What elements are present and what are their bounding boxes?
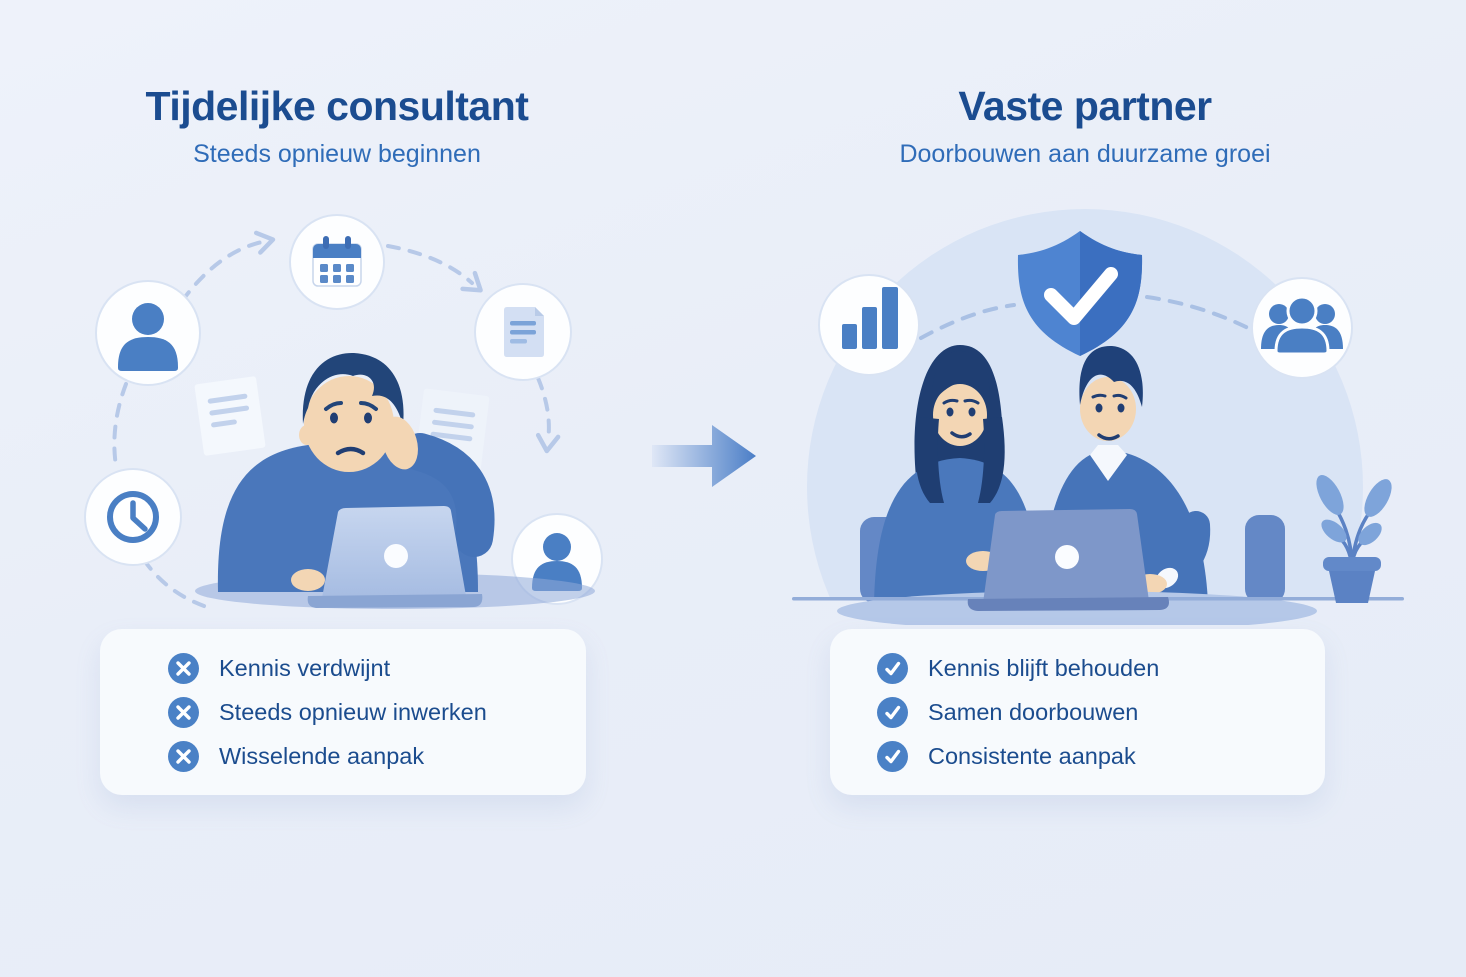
list-item-label: Samen doorbouwen — [928, 699, 1139, 725]
document-icon — [474, 283, 572, 381]
frown-mouth — [335, 446, 366, 456]
right-panel-header: Vaste partner Doorbouwen aan duurzame gr… — [796, 83, 1374, 169]
floating-paper — [194, 376, 266, 456]
face — [304, 376, 394, 472]
calendar-icon — [289, 214, 385, 310]
x-circle-icon — [168, 741, 199, 772]
stressed-consultant — [195, 352, 595, 609]
list-item: Samen doorbouwen — [877, 697, 1325, 728]
clock-icon — [84, 468, 182, 566]
dashed-connectors — [919, 295, 1252, 340]
list-item-label: Kennis blijft behouden — [928, 655, 1160, 681]
list-item: Kennis verdwijnt — [168, 653, 586, 684]
hair — [302, 352, 404, 426]
plant-icon — [1316, 475, 1392, 603]
chair — [1245, 515, 1285, 603]
right-panel-subtitle: Doorbouwen aan duurzame groei — [899, 140, 1271, 169]
left-panel-subtitle: Steeds opnieuw beginnen — [193, 140, 481, 169]
list-item: Consistente aanpak — [877, 741, 1325, 772]
left-summary-card: Kennis verdwijnt Steeds opnieuw inwerken… — [100, 629, 586, 795]
list-item-label: Consistente aanpak — [928, 743, 1136, 769]
shield-check-icon — [1017, 231, 1143, 356]
right-summary-card: Kennis blijft behouden Samen doorbouwen … — [830, 629, 1325, 795]
arm — [401, 433, 495, 557]
temporary-consultant-illustration — [84, 214, 603, 609]
laptop-icon — [307, 506, 483, 608]
check-circle-icon — [877, 697, 908, 728]
left-panel-title: Tijdelijke consultant — [145, 83, 529, 129]
list-item: Kennis blijft behouden — [877, 653, 1325, 684]
list-item-label: Steeds opnieuw inwerken — [219, 699, 487, 725]
laptop-icon — [967, 509, 1169, 611]
x-circle-icon — [168, 653, 199, 684]
list-item-label: Kennis verdwijnt — [219, 655, 391, 681]
collar — [1090, 445, 1127, 481]
hand — [382, 416, 418, 470]
user-icon — [95, 280, 201, 386]
x-circle-icon — [168, 697, 199, 728]
arrow-right-icon — [650, 421, 760, 496]
left-panel-header: Tijdelijke consultant Steeds opnieuw beg… — [4, 83, 670, 169]
check-circle-icon — [877, 653, 908, 684]
check-circle-icon — [877, 741, 908, 772]
fixed-partner-illustration — [792, 209, 1404, 625]
list-item: Wisselende aanpak — [168, 741, 586, 772]
bar-chart-icon — [818, 274, 920, 376]
right-panel-title: Vaste partner — [958, 83, 1212, 129]
face — [1080, 377, 1136, 441]
dashed-cycle-arrows — [112, 230, 558, 608]
list-item: Steeds opnieuw inwerken — [168, 697, 586, 728]
team-icon — [1251, 277, 1353, 379]
list-item-label: Wisselende aanpak — [219, 743, 425, 769]
